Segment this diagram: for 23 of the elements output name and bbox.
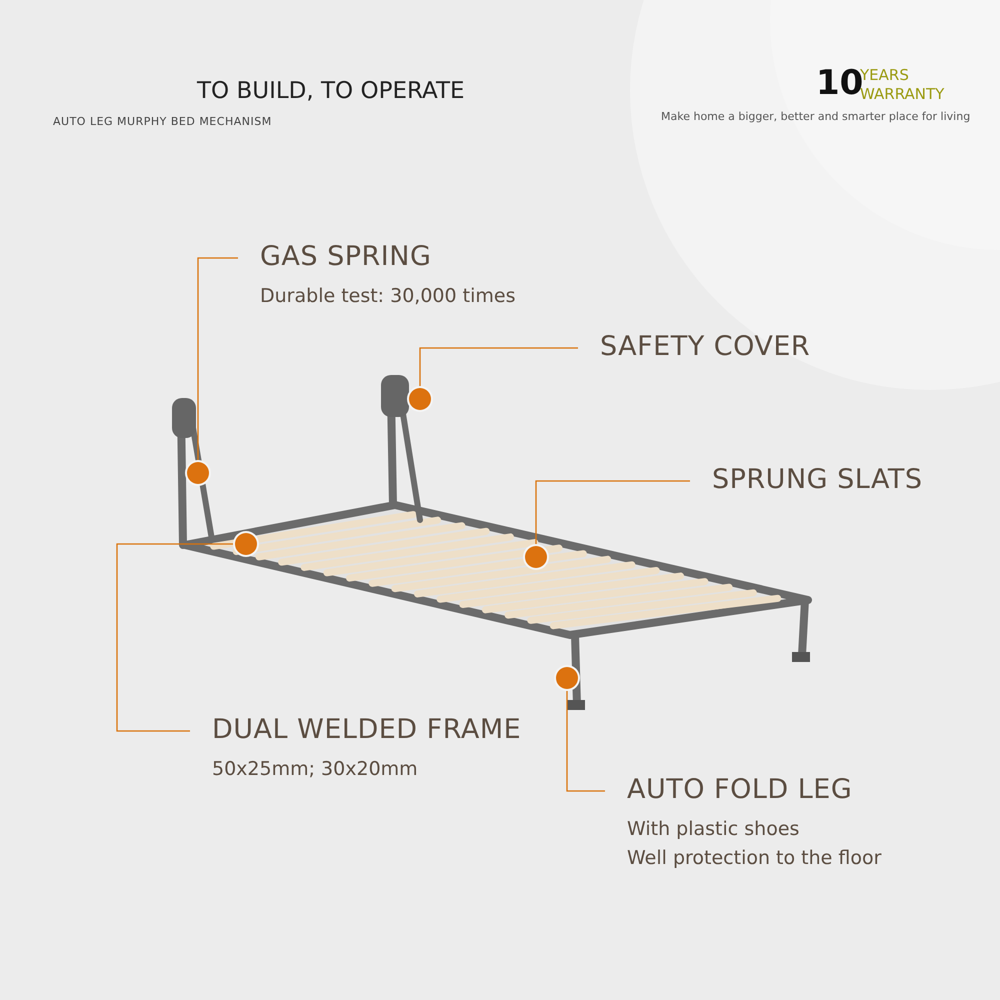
callout-heading: SPRUNG SLATS (712, 463, 922, 497)
leader-line (197, 257, 238, 462)
subtitle: AUTO LEG MURPHY BED MECHANISM (53, 115, 272, 128)
callout-heading: SAFETY COVER (600, 330, 810, 364)
callout-dot (235, 533, 257, 555)
callout-description: Durable test: 30,000 times (260, 284, 516, 309)
callout-description: 50x25mm; 30x20mm (212, 757, 419, 782)
callout-heading: DUAL WELDED FRAME (212, 713, 522, 747)
leader-line (419, 347, 578, 388)
callout-heading: AUTO FOLD LEG (627, 773, 854, 807)
callout-dot (409, 388, 431, 410)
slogan: Make home a bigger, better and smarter place for living (661, 110, 970, 123)
leader-line (566, 689, 605, 792)
callout-dot (187, 462, 209, 484)
callout-dot (556, 667, 578, 689)
callout-description: Well protection to the floor (627, 846, 882, 871)
callout-heading: GAS SPRING (260, 240, 432, 274)
leader-line (116, 543, 235, 732)
warranty-number: 10 (816, 66, 864, 100)
callout-dot (525, 546, 547, 568)
tagline: TO BUILD, TO OPERATE (197, 78, 465, 104)
leader-line (535, 480, 690, 546)
callout-description: With plastic shoes (627, 817, 800, 842)
